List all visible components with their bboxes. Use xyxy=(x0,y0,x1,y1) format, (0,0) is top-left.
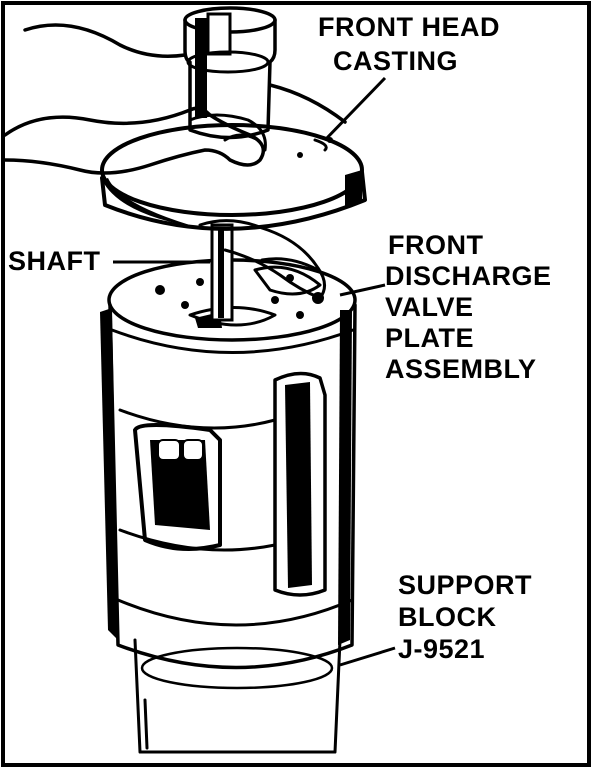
label-shaft: SHAFT xyxy=(8,246,101,276)
support-block-illustration xyxy=(133,638,342,754)
shaft-illustration xyxy=(210,223,234,322)
leader-support-block xyxy=(339,646,396,667)
leader-valve-plate xyxy=(339,283,386,297)
compressor-body xyxy=(100,258,357,670)
leader-front-head-casting xyxy=(323,76,387,142)
label-valve-line4: PLATE xyxy=(385,323,474,353)
label-support-line3: J-9521 xyxy=(398,634,485,664)
label-front-head-line2: CASTING xyxy=(333,46,458,76)
label-front-head-line1: FRONT HEAD xyxy=(318,12,500,42)
label-valve-line1: FRONT xyxy=(388,230,483,260)
label-support-line1: SUPPORT xyxy=(398,570,532,600)
front-head-casting-illustration xyxy=(3,6,367,300)
label-valve-line3: VALVE xyxy=(385,292,474,322)
label-valve-line2: DISCHARGE xyxy=(385,261,552,291)
label-valve-line5: ASSEMBLY xyxy=(385,354,537,384)
label-support-line2: BLOCK xyxy=(398,602,497,632)
